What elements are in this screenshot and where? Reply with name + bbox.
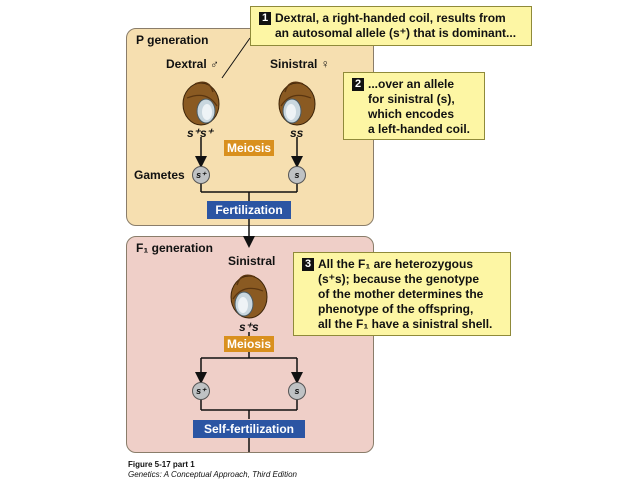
p-generation-panel	[126, 28, 374, 226]
figure-caption-line1: Figure 5-17 part 1	[128, 460, 195, 469]
callout-1-pointer	[221, 37, 251, 79]
callout-1: 1 Dextral, a right-handed coil, results f…	[250, 6, 532, 46]
f1-gamete-left: s⁺	[192, 382, 210, 400]
callout-1-line2: an autosomal allele (s⁺) that is dominan…	[275, 26, 517, 40]
callout-3-number: 3	[302, 258, 314, 271]
callout-3-line5: all the F₁ have a sinistral shell.	[318, 317, 493, 331]
callout-1-number: 1	[259, 12, 271, 25]
f1-sinistral-label: Sinistral	[228, 254, 276, 268]
callout-3-line4: phenotype of the offspring,	[318, 302, 474, 316]
dextral-snail-icon	[182, 81, 220, 126]
callout-2-line3: which encodes	[368, 107, 455, 121]
sinistral-label: Sinistral ♀	[270, 57, 330, 71]
callout-2-line4: a left-handed coil.	[368, 122, 471, 136]
dextral-label: Dextral ♂	[166, 57, 220, 71]
f1-meiosis-label: Meiosis	[224, 336, 274, 352]
callout-3-line3: of the mother determines the	[318, 287, 484, 301]
callout-2-number: 2	[352, 78, 364, 91]
callout-3-line1: All the F₁ are heterozygous	[318, 257, 473, 271]
sinistral-snail-icon	[278, 81, 316, 126]
p-generation-title: P generation	[136, 33, 209, 47]
f1-generation-title: F₁ generation	[136, 241, 213, 255]
f1-genotype: s⁺s	[239, 320, 259, 334]
callout-2-line1: ...over an allele	[368, 77, 455, 91]
fertilization-label: Fertilization	[207, 201, 291, 219]
dextral-genotype: s⁺s⁺	[187, 126, 214, 140]
gametes-label: Gametes	[134, 168, 185, 182]
figure-caption-line2: Genetics: A Conceptual Approach, Third E…	[128, 470, 297, 479]
callout-3: 3 All the F₁ are heterozygous (s⁺s); beca…	[293, 252, 511, 336]
self-fertilization-label: Self-fertilization	[193, 420, 305, 438]
p-meiosis-label: Meiosis	[224, 140, 274, 156]
p-gamete-left: s⁺	[192, 166, 210, 184]
callout-2-line2: for sinistral (s),	[368, 92, 455, 106]
callout-1-line1: Dextral, a right-handed coil, results fr…	[275, 11, 506, 25]
callout-2: 2 ...over an allele for sinistral (s), wh…	[343, 72, 485, 140]
p-gamete-right: s	[288, 166, 306, 184]
callout-3-line2: (s⁺s); because the genotype	[318, 272, 480, 286]
f1-gamete-right: s	[288, 382, 306, 400]
f1-sinistral-snail-icon	[230, 274, 268, 319]
sinistral-genotype: ss	[290, 126, 304, 140]
